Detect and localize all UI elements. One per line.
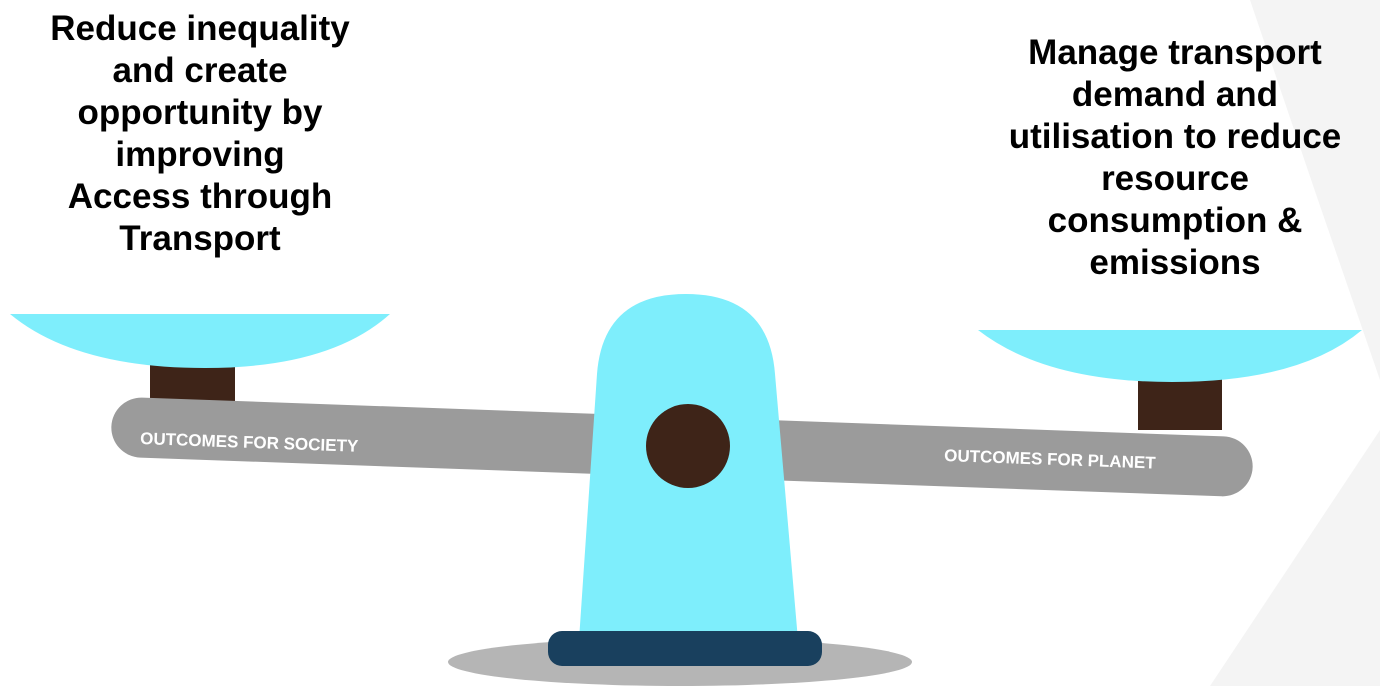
heading-line: Transport	[119, 219, 281, 258]
heading-line: and create	[112, 51, 288, 90]
left-pan	[10, 314, 390, 368]
heading-line: improving	[115, 135, 285, 174]
pivot-disc	[646, 404, 730, 488]
heading-line: Access through	[67, 177, 333, 216]
right-pan	[978, 330, 1362, 382]
heading-line: resource	[1101, 159, 1249, 198]
scale-base	[548, 631, 822, 666]
heading-line: Reduce inequality	[50, 9, 350, 48]
heading-line: consumption &	[1047, 201, 1303, 240]
heading-line: emissions	[1089, 243, 1261, 282]
heading-line: Manage transport	[1028, 33, 1322, 72]
watermark-chevron	[1250, 0, 1380, 380]
watermark-chevron-lower	[1210, 430, 1380, 686]
heading-line: demand and	[1071, 75, 1279, 114]
heading-line: opportunity by	[77, 93, 323, 132]
heading-line: utilisation to reduce	[1008, 117, 1342, 156]
